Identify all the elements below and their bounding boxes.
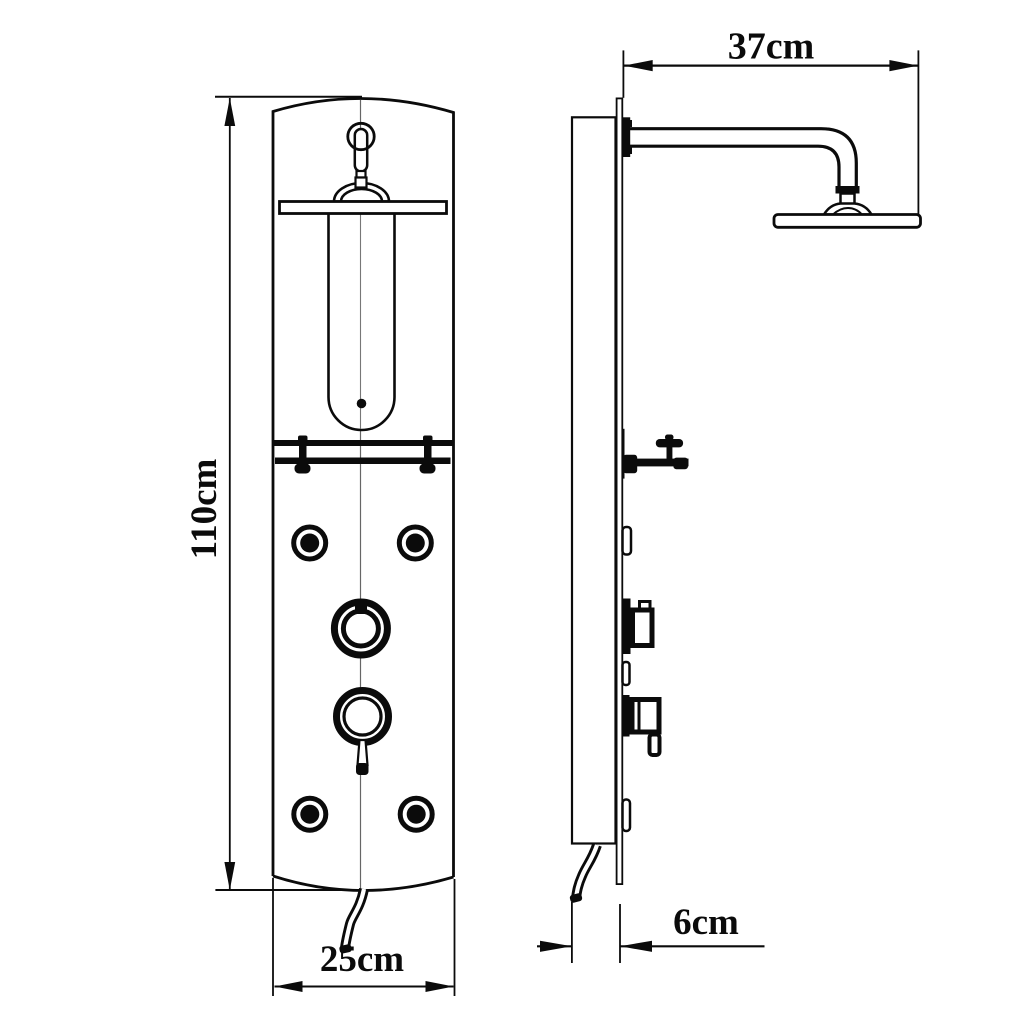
svg-text:37cm: 37cm xyxy=(728,26,815,68)
svg-text:110cm: 110cm xyxy=(184,458,225,559)
svg-text:25cm: 25cm xyxy=(320,939,404,980)
svg-text:6cm: 6cm xyxy=(673,902,739,943)
